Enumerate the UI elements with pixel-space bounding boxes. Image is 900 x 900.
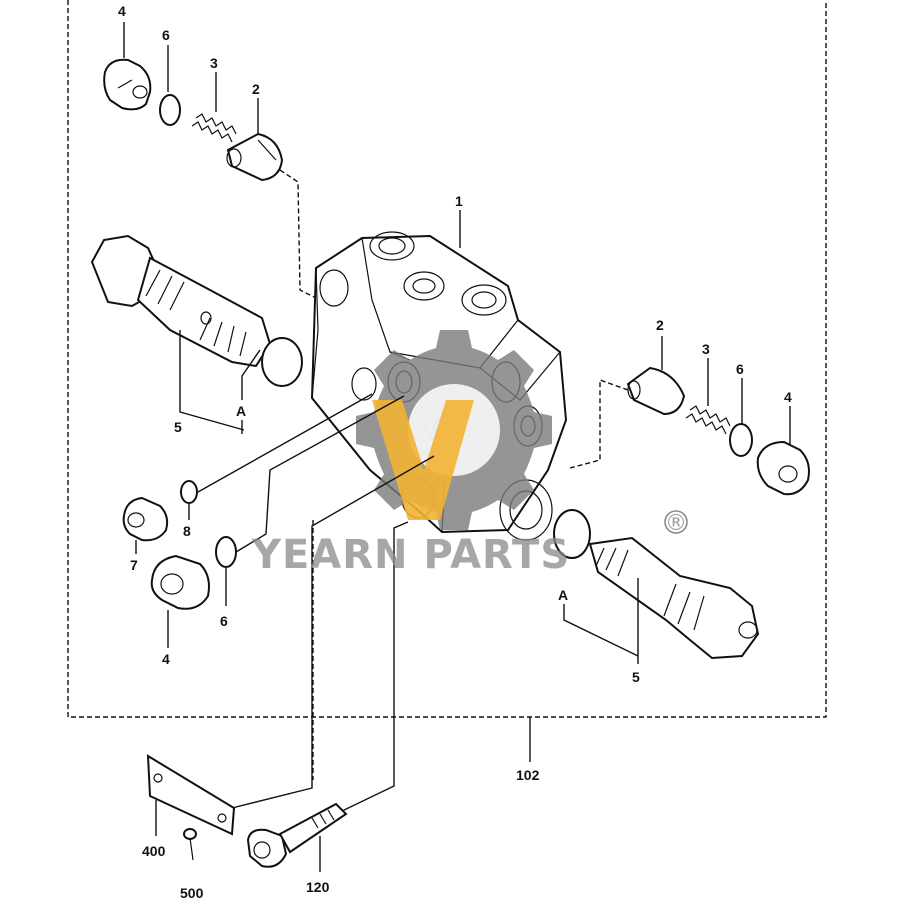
poppet-right: [626, 366, 686, 416]
poppet-top-left: [226, 132, 284, 182]
callout-5-right: 5: [632, 669, 640, 685]
relief-cartridge-left: [90, 234, 272, 368]
o-ring-8: [180, 480, 198, 504]
watermark-logo: [356, 330, 552, 530]
spring-right: [685, 405, 731, 435]
o-ring-lower-left: [215, 536, 237, 568]
callout-102: 102: [516, 767, 540, 783]
callout-7: 7: [130, 557, 138, 573]
relief-cartridge-right: [588, 536, 760, 660]
callout-120: 120: [306, 879, 330, 895]
callout-6-top: 6: [162, 27, 170, 43]
o-ring-left: [261, 337, 303, 387]
callout-2-top: 2: [252, 81, 260, 97]
plug-lower-left: [150, 554, 210, 610]
spring-top-left: [191, 113, 237, 143]
o-ring-right-cartridge: [553, 509, 591, 559]
callout-a-right: A: [558, 587, 568, 603]
cap-screw: [246, 802, 348, 868]
callout-5-left: 5: [174, 419, 182, 435]
o-ring-right: [729, 423, 753, 457]
rivet-screw: [183, 828, 197, 861]
assembly-boundary: [67, 0, 827, 718]
callout-6-right: 6: [736, 361, 744, 377]
plug-top-left: [103, 58, 152, 111]
name-plate: [146, 754, 236, 836]
o-ring-top-left: [159, 94, 181, 126]
callout-400: 400: [142, 843, 166, 859]
plug-7: [122, 496, 169, 542]
callout-4-right: 4: [784, 389, 792, 405]
callout-3-top: 3: [210, 55, 218, 71]
watermark-registered-circle: [664, 510, 688, 534]
callout-4-low: 4: [162, 651, 170, 667]
plug-right: [756, 440, 810, 496]
watermark-text: YEARN PARTS: [251, 532, 570, 578]
callout-8: 8: [183, 523, 191, 539]
callout-a-left: A: [236, 403, 246, 419]
callout-2-right: 2: [656, 317, 664, 333]
callout-1: 1: [455, 193, 463, 209]
callout-6-low: 6: [220, 613, 228, 629]
callout-3-right: 3: [702, 341, 710, 357]
callout-4-top: 4: [118, 3, 126, 19]
callout-500: 500: [180, 885, 204, 900]
watermark-registered-mark: ®: [665, 511, 687, 536]
